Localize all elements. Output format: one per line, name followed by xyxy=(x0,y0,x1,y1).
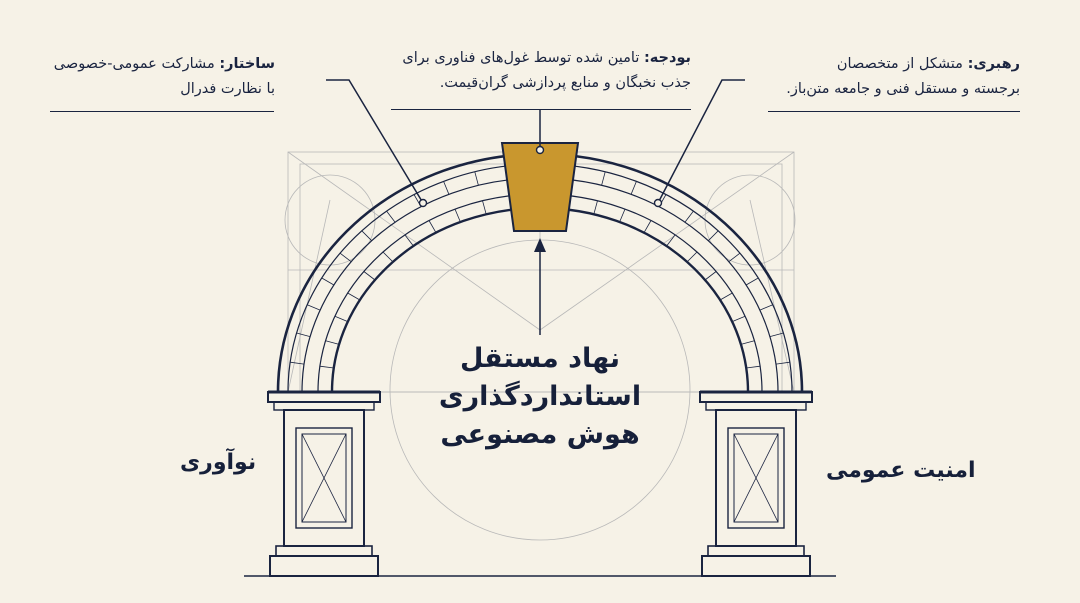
voussoir-line xyxy=(325,340,340,345)
note-budget: بودجه: تامین شده توسط غول‌های فناوری برا… xyxy=(386,46,691,96)
voussoir-line xyxy=(745,277,759,286)
center-title-line3: هوش مصنوعی xyxy=(440,419,640,450)
voussoir-line xyxy=(708,230,719,241)
voussoir-line xyxy=(686,251,698,263)
voussoir-line xyxy=(296,332,311,337)
voussoir-line xyxy=(684,210,694,223)
voussoir-line xyxy=(382,251,394,263)
voussoir-line xyxy=(666,234,676,247)
right-pillar xyxy=(699,390,813,577)
note-leadership-text1: متشکل از متخصصان xyxy=(836,56,963,72)
voussoir-line xyxy=(386,210,396,223)
keystone xyxy=(500,142,580,232)
voussoir-line xyxy=(428,220,437,233)
note-structure-underline xyxy=(50,111,274,112)
voussoir-line xyxy=(593,200,598,215)
note-structure-text2: با نظارت فدرال xyxy=(180,81,275,97)
voussoir-line xyxy=(443,181,450,195)
voussoir-line xyxy=(769,332,784,337)
pointer-dots xyxy=(418,145,663,208)
note-structure-text1: مشارکت عمومی-خصوصی xyxy=(53,56,215,72)
note-budget-underline xyxy=(391,109,691,110)
note-structure-line1: ساختار: مشارکت عمومی-خصوصی xyxy=(40,52,275,77)
voussoir-line xyxy=(719,292,733,301)
pillar-label-innovation: نوآوری xyxy=(180,450,257,475)
voussoir-line xyxy=(643,220,652,233)
voussoir-line xyxy=(775,361,790,365)
voussoir-line xyxy=(482,200,487,215)
voussoir-line xyxy=(290,361,305,365)
voussoir-line xyxy=(740,340,755,345)
note-structure-title: ساختار: xyxy=(219,56,275,72)
voussoir-line xyxy=(601,171,606,186)
voussoir-line xyxy=(619,208,626,223)
center-title-line1: نهاد مستقل xyxy=(459,343,621,374)
pointer-lines xyxy=(326,79,745,335)
voussoir-line xyxy=(704,271,717,281)
note-leadership-line1: رهبری: متشکل از متخصصان xyxy=(764,52,1020,77)
voussoir-line xyxy=(339,252,352,263)
arrow-head xyxy=(534,238,546,252)
voussoir-line xyxy=(347,292,361,301)
voussoir-line xyxy=(321,277,335,286)
note-budget-line1: بودجه: تامین شده توسط غول‌های فناوری برا… xyxy=(386,46,691,71)
voussoir-line xyxy=(746,365,761,369)
voussoir-line xyxy=(334,315,348,322)
note-budget-text2: جذب نخبگان و منابع پردازشی گران‌قیمت. xyxy=(439,75,691,91)
voussoir-line xyxy=(319,365,334,369)
voussoir-line xyxy=(759,304,773,311)
left-pillar xyxy=(267,390,381,577)
voussoir-line xyxy=(307,304,321,311)
voussoir-line xyxy=(454,208,461,223)
voussoir-line xyxy=(728,252,741,263)
note-structure: ساختار: مشارکت عمومی-خصوصی با نظارت فدرا… xyxy=(40,52,275,102)
voussoir-line xyxy=(630,181,637,195)
center-title-line2: استانداردگذاری xyxy=(438,381,642,412)
note-budget-text1: تامین شده توسط غول‌های فناوری برای xyxy=(402,50,640,66)
pillar-label-public-safety: امنیت عمومی xyxy=(826,458,976,483)
note-leadership-underline xyxy=(768,111,1020,112)
voussoir-line xyxy=(404,234,414,247)
note-leadership-title: رهبری: xyxy=(967,56,1020,72)
voussoir-line xyxy=(363,271,376,281)
center-title: نهاد مستقل استانداردگذاری هوش مصنوعی xyxy=(405,340,675,454)
note-leadership: رهبری: متشکل از متخصصان برجسته و مستقل ف… xyxy=(764,52,1020,102)
voussoir-line xyxy=(732,315,746,322)
note-budget-title: بودجه: xyxy=(643,50,691,66)
voussoir-line xyxy=(361,230,372,241)
voussoir-line xyxy=(474,171,479,186)
note-leadership-text2: برجسته و مستقل فنی و جامعه متن‌باز. xyxy=(786,81,1020,97)
